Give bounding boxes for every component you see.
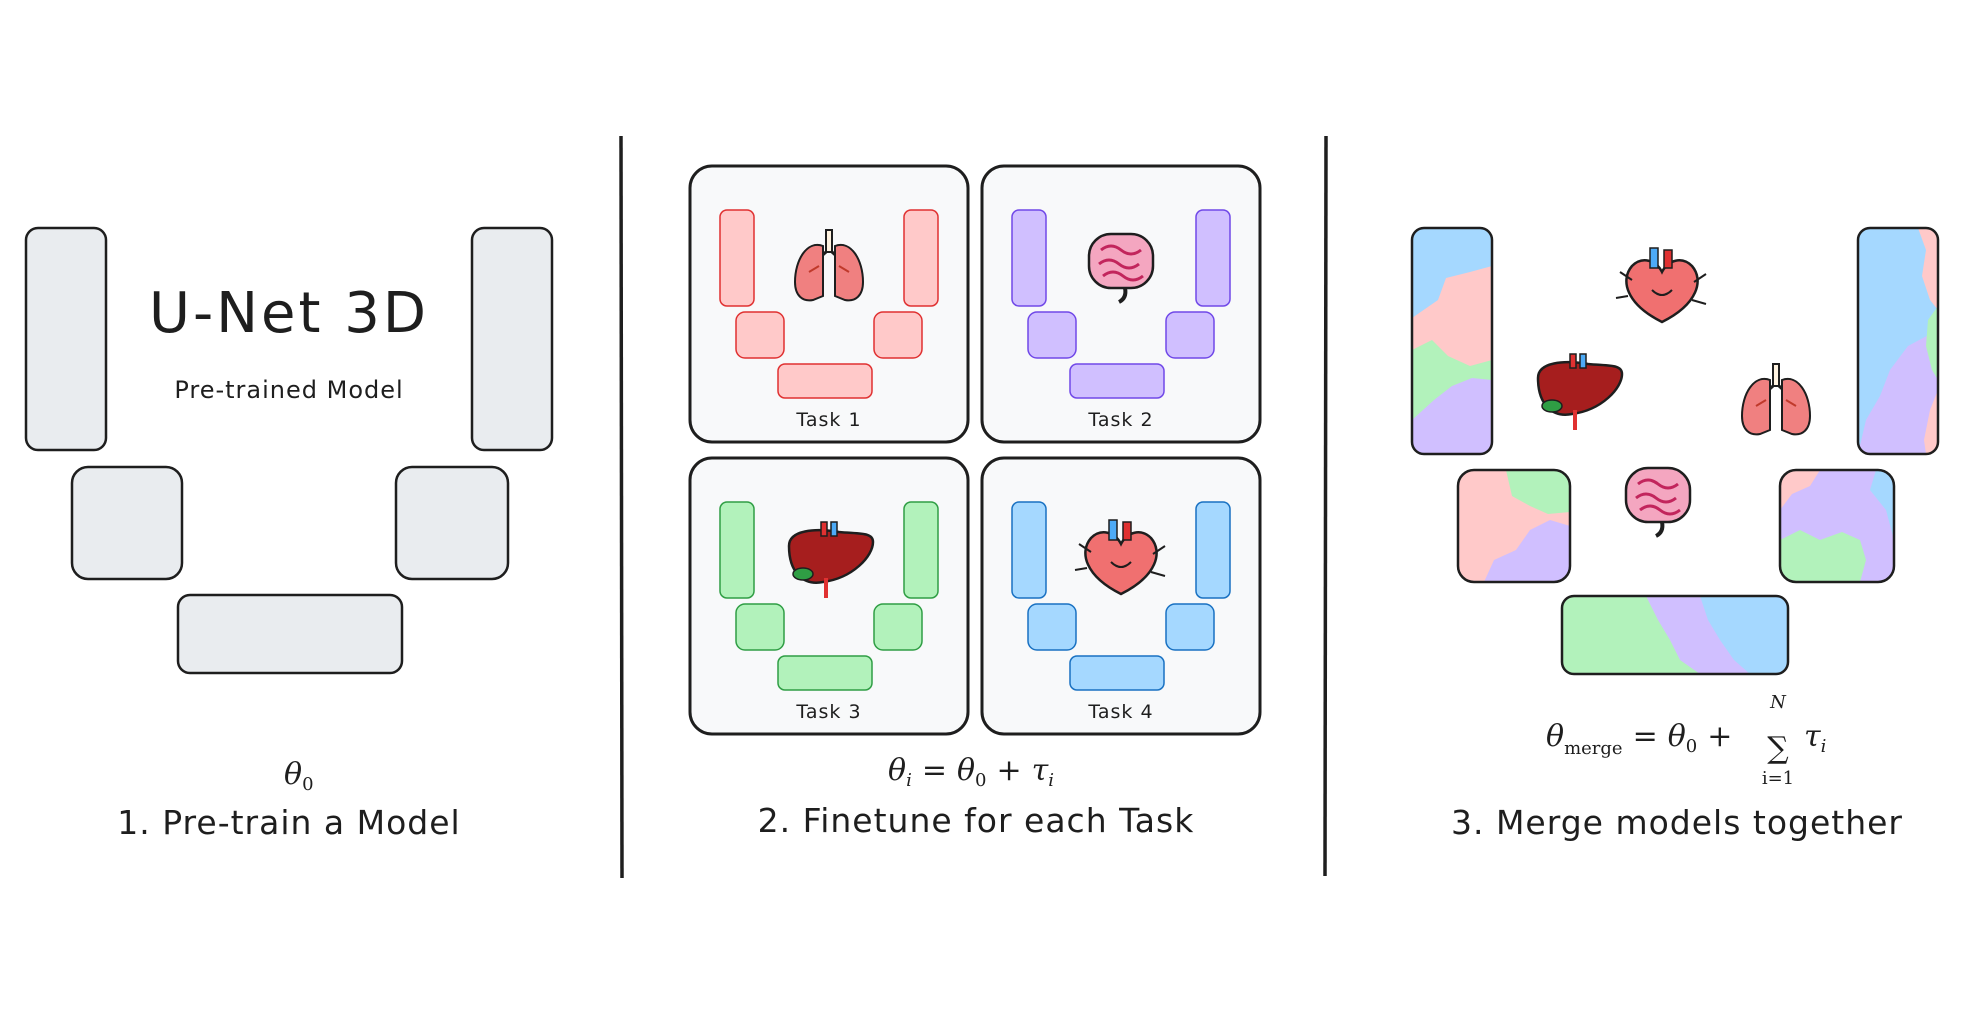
panel3-caption: 3. Merge models together [1451,803,1903,842]
task-label: Task 3 [795,701,861,723]
lungs-icon [1740,362,1812,436]
unet-encoder-block-top [24,226,108,452]
liver-icon [1536,352,1624,432]
svg-text:N: N [1769,692,1787,713]
task-card: Task 2 [980,164,1262,444]
panel2-caption: 2. Finetune for each Task [758,801,1195,840]
unet-decoder-block-mid [394,465,510,581]
panel-pretrain: U-Net 3D Pre-trained Model θ0 1. Pre-tra… [24,226,554,842]
task-label: Task 2 [1087,409,1153,431]
svg-text:i=1: i=1 [1762,768,1794,789]
merged-encoder-block-top [1412,228,1492,454]
svg-text:∑: ∑ [1767,731,1789,766]
task-label: Task 4 [1087,701,1153,723]
model-name: U-Net 3D [149,281,429,346]
task-card-frame [980,164,1262,444]
unet-encoder-block-mid [70,465,184,581]
intestine-icon [1624,466,1692,538]
model-subtitle: Pre-trained Model [174,376,403,404]
unet-bottleneck-block [176,593,404,675]
panel-finetune: Task 1 Task 2 Task 3 [688,164,1262,840]
divider-left [619,135,624,879]
svg-text:τi: τi [1804,719,1826,757]
merged-decoder-block-top [1858,228,1938,454]
task-label: Task 1 [795,409,861,431]
task-card: Task 4 [980,456,1262,736]
merge-formula: θmerge=θ0+ ∑ N i=1 τi [1546,692,1826,789]
task-card: Task 3 [688,456,970,736]
task-card-frame [688,164,970,444]
merged-decoder-block-mid [1780,470,1894,582]
theta0-formula: θ0 [284,757,314,795]
panel1-caption: 1. Pre-train a Model [117,803,460,842]
heart-icon [1614,246,1708,324]
task-card: Task 1 [688,164,970,444]
unet-decoder-block-top [470,226,554,452]
task-card-frame [688,456,970,736]
svg-text:θmerge=θ0+: θmerge=θ0+ [1546,719,1732,759]
merged-encoder-block-mid [1458,470,1570,582]
task-card-frame [980,456,1262,736]
merged-bottleneck-block [1562,596,1788,674]
divider-right [1323,135,1328,877]
finetune-formula: θi=θ0+τi [888,753,1054,791]
panel-merge: θmerge=θ0+ ∑ N i=1 τi 3. Merge models to… [1410,226,1940,842]
